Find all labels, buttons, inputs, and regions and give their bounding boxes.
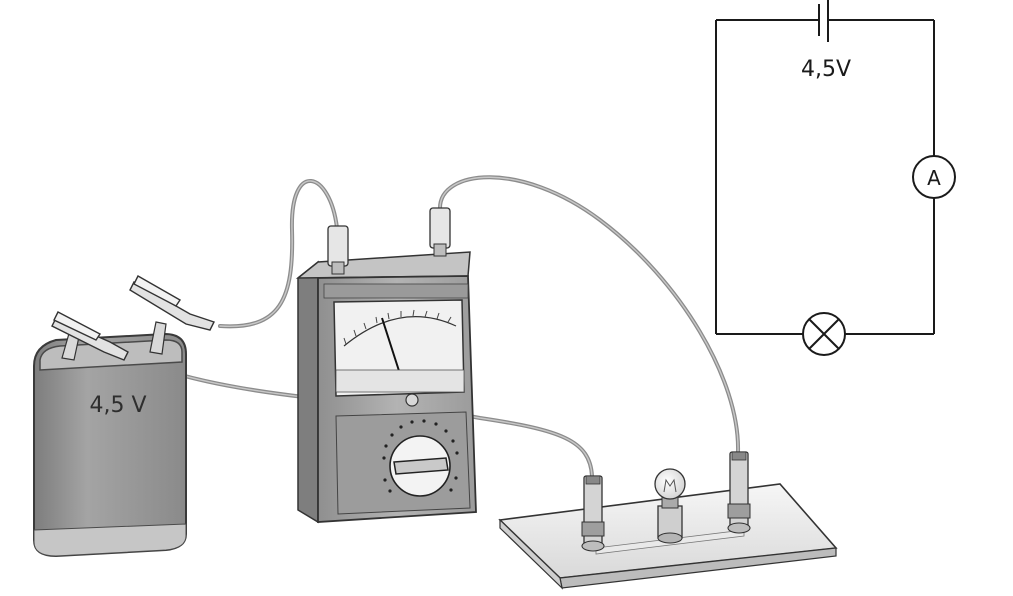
ammeter-symbol — [912, 155, 956, 199]
clip-left-jaw — [53, 311, 102, 341]
battery-bottom-band — [33, 523, 187, 557]
meter-scale-arc — [343, 316, 457, 347]
cable-meter-to-board — [438, 175, 741, 454]
clip-right — [129, 281, 215, 331]
crocodile-clips — [51, 275, 215, 361]
meter-plug-left-tip — [331, 261, 345, 275]
multimeter — [295, 207, 477, 524]
lamp — [654, 468, 686, 544]
meter-zero-adjust — [405, 393, 419, 407]
meter-window-lower — [335, 369, 465, 393]
schematic-battery-label: 4,5V — [801, 57, 851, 82]
meter-range-knob[interactable] — [393, 457, 449, 475]
schematic — [715, 0, 956, 356]
clip-right-jaw — [133, 275, 181, 307]
meter-plug-right — [429, 207, 451, 249]
battery: 4,5 V — [33, 321, 187, 558]
meter-top-band — [323, 283, 469, 299]
meter-plug-right-tip — [433, 243, 447, 257]
socket-left — [581, 475, 605, 552]
battery-terminal-right — [149, 321, 167, 355]
lamp-bulb — [654, 468, 686, 500]
lamp-filament — [663, 478, 677, 493]
board-edge-left — [499, 518, 563, 590]
battery-label: 4,5 V — [89, 393, 146, 418]
meter-side — [297, 260, 319, 524]
meter-scale-ticks — [343, 309, 452, 345]
lamp-board — [498, 451, 838, 590]
meter-plug-left — [327, 225, 349, 267]
lamp-cross-2 — [808, 318, 840, 350]
meter-range-dots — [382, 419, 459, 493]
meter-needle — [381, 317, 401, 375]
socket-right — [727, 451, 751, 534]
ammeter-letter: A — [927, 166, 941, 190]
